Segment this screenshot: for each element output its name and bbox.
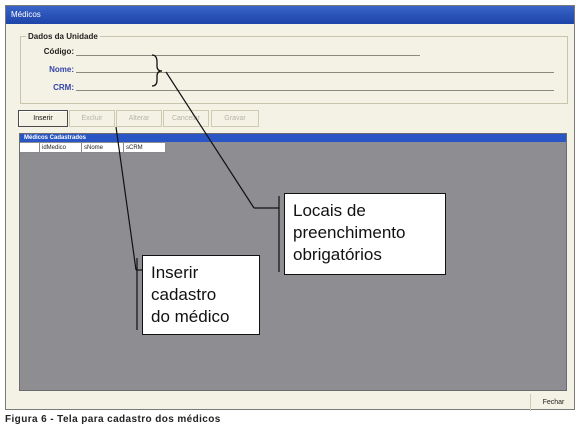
insert-note-line-3: do médico bbox=[151, 307, 230, 326]
column-header-scrm[interactable]: sCRM bbox=[124, 143, 166, 153]
codigo-input[interactable] bbox=[76, 46, 420, 56]
nome-input[interactable] bbox=[76, 63, 554, 73]
required-fields-callout: Locais de preenchimento obrigatórios bbox=[284, 193, 446, 275]
crm-label: CRM: bbox=[53, 83, 74, 92]
window-title: Médicos bbox=[6, 6, 574, 24]
inserir-button[interactable]: Inserir bbox=[18, 110, 68, 127]
group-title: Dados da Unidade bbox=[26, 31, 100, 42]
fechar-button[interactable]: Fechar bbox=[530, 394, 576, 411]
crm-input[interactable] bbox=[76, 81, 554, 91]
required-fields-line-1: Locais de bbox=[293, 201, 366, 220]
grid-title: Médicos Cadastrados bbox=[20, 134, 566, 142]
gravar-button[interactable]: Gravar bbox=[211, 110, 259, 127]
insert-note-line-1: Inserir bbox=[151, 263, 199, 282]
alterar-button[interactable]: Alterar bbox=[116, 110, 162, 127]
figure-caption: Figura 6 - Tela para cadastro dos médico… bbox=[5, 414, 221, 425]
required-fields-line-3: obrigatórios bbox=[293, 245, 382, 264]
required-fields-line-2: preenchimento bbox=[293, 223, 406, 242]
insert-note-line-2: cadastro bbox=[151, 285, 217, 304]
cancelar-button[interactable]: Cancelar bbox=[163, 110, 209, 127]
column-header-snome[interactable]: sNome bbox=[82, 143, 124, 153]
excluir-button[interactable]: Excluir bbox=[69, 110, 115, 127]
row-indicator-header bbox=[20, 143, 40, 153]
insert-callout: Inserir cadastro do médico bbox=[142, 255, 260, 335]
codigo-label: Código: bbox=[43, 47, 74, 56]
nome-label: Nome: bbox=[49, 65, 74, 74]
dados-da-unidade-group: Dados da Unidade bbox=[20, 31, 568, 104]
grid-header-row: idMedico sNome sCRM bbox=[20, 143, 166, 153]
column-header-idmedico[interactable]: idMedico bbox=[40, 143, 82, 153]
